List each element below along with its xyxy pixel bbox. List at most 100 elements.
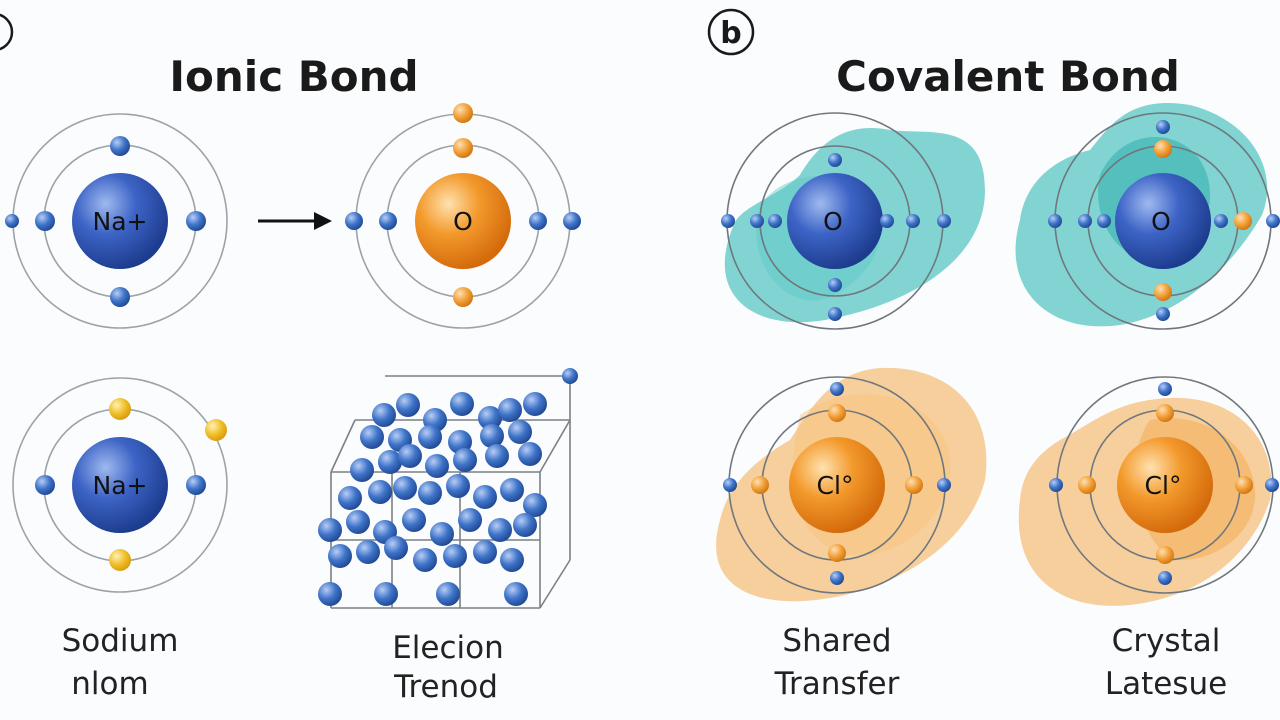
caption-electron-transfer: Elecion Trenod [392,630,504,705]
electron [35,211,55,231]
electron [1265,478,1279,492]
lattice-ion [443,544,467,568]
chlorine-label-left: Cl° [817,471,854,500]
lattice-ion [356,540,380,564]
lattice-ion [368,480,392,504]
caption-shared-line1: Shared [782,623,891,659]
electron [1049,478,1063,492]
oxygen-nucleus-ionic [415,173,511,269]
electron [1078,214,1092,228]
lattice-ion [500,478,524,502]
lattice-ion [378,450,402,474]
lattice-ion [318,582,342,606]
oxygen-label-covalent-left: O [823,207,843,236]
electron [205,419,227,441]
electron [1048,214,1062,228]
lattice-ion [436,582,460,606]
chlorine-nucleus-right [1117,437,1213,533]
caption-shared-line2: Transfer [774,666,900,702]
electron [1097,214,1111,228]
electron [880,214,894,228]
lattice-ion [458,508,482,532]
caption-crystal-lattice: Crystal Latesue [1105,623,1227,702]
electron [1234,212,1252,230]
electron [828,278,842,292]
panel-label-b-text: b [720,16,741,51]
electron [828,544,846,562]
oxygen-label-ionic: O [453,207,473,236]
lattice-ion [488,518,512,542]
lattice-ion [453,448,477,472]
electron [453,138,473,158]
lattice-ion [513,513,537,537]
oxygen-label-covalent-right: O [1151,207,1171,236]
lattice-ion [480,424,504,448]
lattice-ion [384,536,408,560]
covalent-bond-title: Covalent Bond [836,52,1180,101]
sodium-atom-bottom: Na+ [12,377,228,593]
electron [1154,140,1172,158]
electron [453,287,473,307]
lattice-ion [478,406,502,430]
lattice-ion [430,522,454,546]
lattice-ion [374,582,398,606]
electron [1156,307,1170,321]
electron [110,136,130,156]
crystal-lattice [318,368,578,609]
lattice-ion [418,481,442,505]
sodium-label-top: Na+ [93,207,148,236]
electron [1158,571,1172,585]
oxygen-atom-covalent-left: O [721,112,951,330]
caption-sodium-atom: Sodium nlom [62,623,179,702]
lattice-ion [446,474,470,498]
electron [5,214,19,228]
electron [937,478,951,492]
electron [828,307,842,321]
lattice-atoms [318,368,578,606]
electron [830,571,844,585]
lattice-ion [393,476,417,500]
electron [830,382,844,396]
electron [1266,214,1280,228]
lattice-ion [508,420,532,444]
caption-electron-line1: Elecion [392,630,504,666]
sodium-nucleus-bottom [72,437,168,533]
caption-sodium-line2: nlom [71,666,148,702]
lattice-ion [473,540,497,564]
oxygen-nucleus-covalent-right [1115,173,1211,269]
electron [906,214,920,228]
lattice-ion [450,392,474,416]
lattice-ion [473,485,497,509]
lattice-ion [504,582,528,606]
electron [768,214,782,228]
electron [751,476,769,494]
lattice-ion [498,398,522,422]
right-arrow-icon [258,212,332,230]
electron [828,153,842,167]
lattice-ion [338,486,362,510]
lattice-ion [523,493,547,517]
lattice-ion [346,510,370,534]
lattice-ion [562,368,578,384]
electron [905,476,923,494]
electron [721,214,735,228]
oxygen-atom-ionic: O [345,103,581,329]
electron [379,212,397,230]
lattice-ion [328,544,352,568]
lattice-ion [448,430,472,454]
lattice-ion [500,548,524,572]
lattice-ion [425,454,449,478]
electron [1156,404,1174,422]
chlorine-atom-right: Cl° [1049,376,1279,594]
panel-label-a [0,13,14,51]
electron [35,475,55,495]
lattice-ion [318,518,342,542]
caption-crystal-line2: Latesue [1105,666,1227,702]
electron [345,212,363,230]
lattice-ion [372,403,396,427]
electron [1154,283,1172,301]
electron [1214,214,1228,228]
oxygen-atom-covalent-right: O [1048,112,1280,330]
electron [750,214,764,228]
